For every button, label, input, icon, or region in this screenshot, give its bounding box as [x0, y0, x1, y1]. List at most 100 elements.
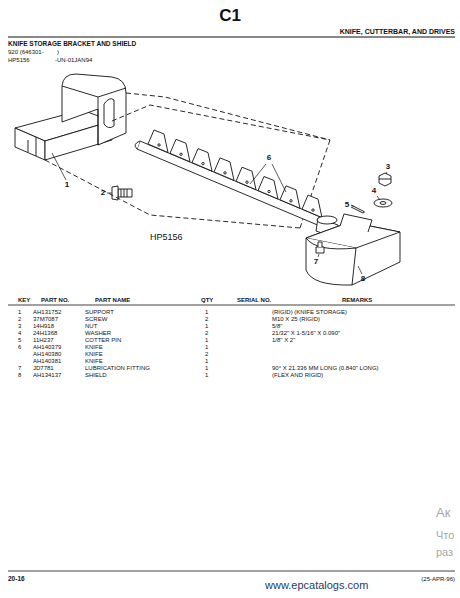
rivet	[290, 200, 292, 202]
knife-section	[302, 195, 322, 218]
callout-number: 1	[65, 181, 69, 189]
part-number: AH140380	[33, 351, 61, 357]
part-name: NUT	[85, 323, 97, 329]
shield	[306, 214, 400, 285]
group-title: KNIFE STORAGE BRACKET AND SHIELD	[8, 41, 136, 48]
figure-date: -UN-01JAN94	[55, 57, 92, 63]
quantity: 1	[205, 344, 208, 350]
knife	[135, 130, 338, 238]
lubrication-fitting	[316, 242, 324, 253]
part-name: LUBRICATION FITTING	[85, 365, 150, 371]
quantity: 2	[205, 330, 208, 336]
key-number: 8	[18, 372, 21, 378]
quantity: 2	[205, 316, 208, 322]
key-number: 5	[18, 337, 21, 343]
part-number: AH140379	[33, 344, 61, 350]
quantity: 1	[205, 323, 208, 329]
callout-number: 7	[314, 258, 318, 266]
rivet	[180, 153, 182, 155]
table-header: SERIAL NO.	[237, 297, 271, 303]
remarks: 90° X 21.336 MM LONG (0.840" LONG)	[272, 365, 379, 371]
remarks: 5/8"	[272, 323, 282, 329]
revision-date: (25-APR-96)	[421, 576, 455, 582]
part-number: AH140381	[33, 358, 61, 364]
quantity: 1	[205, 337, 208, 343]
remarks: 21/32" X 1-5/16" X 0.090"	[272, 330, 340, 336]
figure-number: HP5156	[150, 233, 183, 242]
figure-number: HP5156	[8, 57, 30, 63]
rivet	[202, 162, 204, 164]
table-header: QTY	[201, 297, 213, 303]
key-number: 6	[18, 344, 21, 350]
part-number: 14H918	[33, 323, 54, 329]
table-header: REMARKS	[342, 297, 372, 303]
knife-section	[280, 186, 300, 209]
key-number: 2	[18, 316, 21, 322]
key-number: 3	[18, 323, 21, 329]
part-name: WASHER	[85, 330, 111, 336]
part-name: SHIELD	[85, 372, 107, 378]
part-number: 11H237	[33, 337, 54, 343]
rivet	[268, 190, 270, 192]
rivet	[158, 144, 160, 146]
callout-number: 5	[345, 201, 349, 209]
knife-section	[192, 149, 212, 172]
overlay-text: раз	[436, 547, 453, 558]
part-name: KNIFE	[85, 351, 103, 357]
part-number: 24H1368	[33, 330, 57, 336]
part-number: 37M7087	[33, 316, 58, 322]
knife-section	[148, 130, 168, 153]
callout-number: 8	[361, 275, 365, 283]
support-bracket	[15, 74, 126, 160]
callout-number: 3	[386, 163, 390, 171]
model-number: 920 (646301- )	[8, 49, 59, 55]
rivet	[312, 209, 314, 211]
part-name: SCREW	[85, 316, 107, 322]
quantity: 1	[205, 358, 208, 364]
rivet	[224, 172, 226, 174]
quantity: 2	[205, 351, 208, 357]
part-name: SUPPORT	[85, 309, 114, 315]
screw	[112, 186, 132, 200]
table-header: PART NO.	[41, 297, 69, 303]
part-name: COTTER PIN	[85, 337, 121, 343]
nut	[379, 173, 391, 186]
part-number: AH131752	[33, 309, 61, 315]
quantity: 1	[205, 309, 208, 315]
part-name: KNIFE	[85, 344, 103, 350]
remarks: M10 X 25 (RIGID)	[272, 316, 320, 322]
header-rule	[8, 37, 455, 38]
knife-section	[258, 177, 278, 200]
table-rule	[8, 305, 455, 306]
rivet	[246, 181, 248, 183]
page-title: C1	[219, 7, 241, 24]
overlay-text: Что	[436, 530, 454, 541]
section-heading: KNIFE, CUTTERBAR, AND DRIVES	[340, 28, 455, 35]
key-number: 1	[18, 309, 21, 315]
knife-section	[170, 139, 190, 162]
overlay-text: Ак	[436, 506, 450, 519]
cotter-pin	[351, 205, 365, 213]
callout-number: 6	[267, 154, 271, 162]
page-number: 20-16	[8, 576, 25, 583]
footer-rule	[8, 571, 455, 572]
part-number: AH134137	[33, 372, 61, 378]
key-number: 7	[18, 365, 21, 371]
remarks: 1/8" X 2"	[272, 337, 295, 343]
quantity: 1	[205, 365, 208, 371]
key-number: 4	[18, 330, 21, 336]
remarks: (RIGID) (KNIFE STORAGE)	[272, 309, 347, 315]
table-header: KEY	[18, 297, 30, 303]
callout-number: 2	[101, 189, 105, 197]
hidden-line	[45, 93, 330, 228]
knife-section	[214, 158, 234, 181]
washer	[374, 199, 392, 207]
part-name: KNIFE	[85, 358, 103, 364]
remarks: (FLEX AND RIGID)	[272, 372, 323, 378]
knife-section	[236, 167, 256, 190]
callout-number: 4	[372, 187, 376, 195]
quantity: 1	[205, 372, 208, 378]
leader-line	[52, 153, 387, 274]
part-number: JD7781	[33, 365, 54, 371]
